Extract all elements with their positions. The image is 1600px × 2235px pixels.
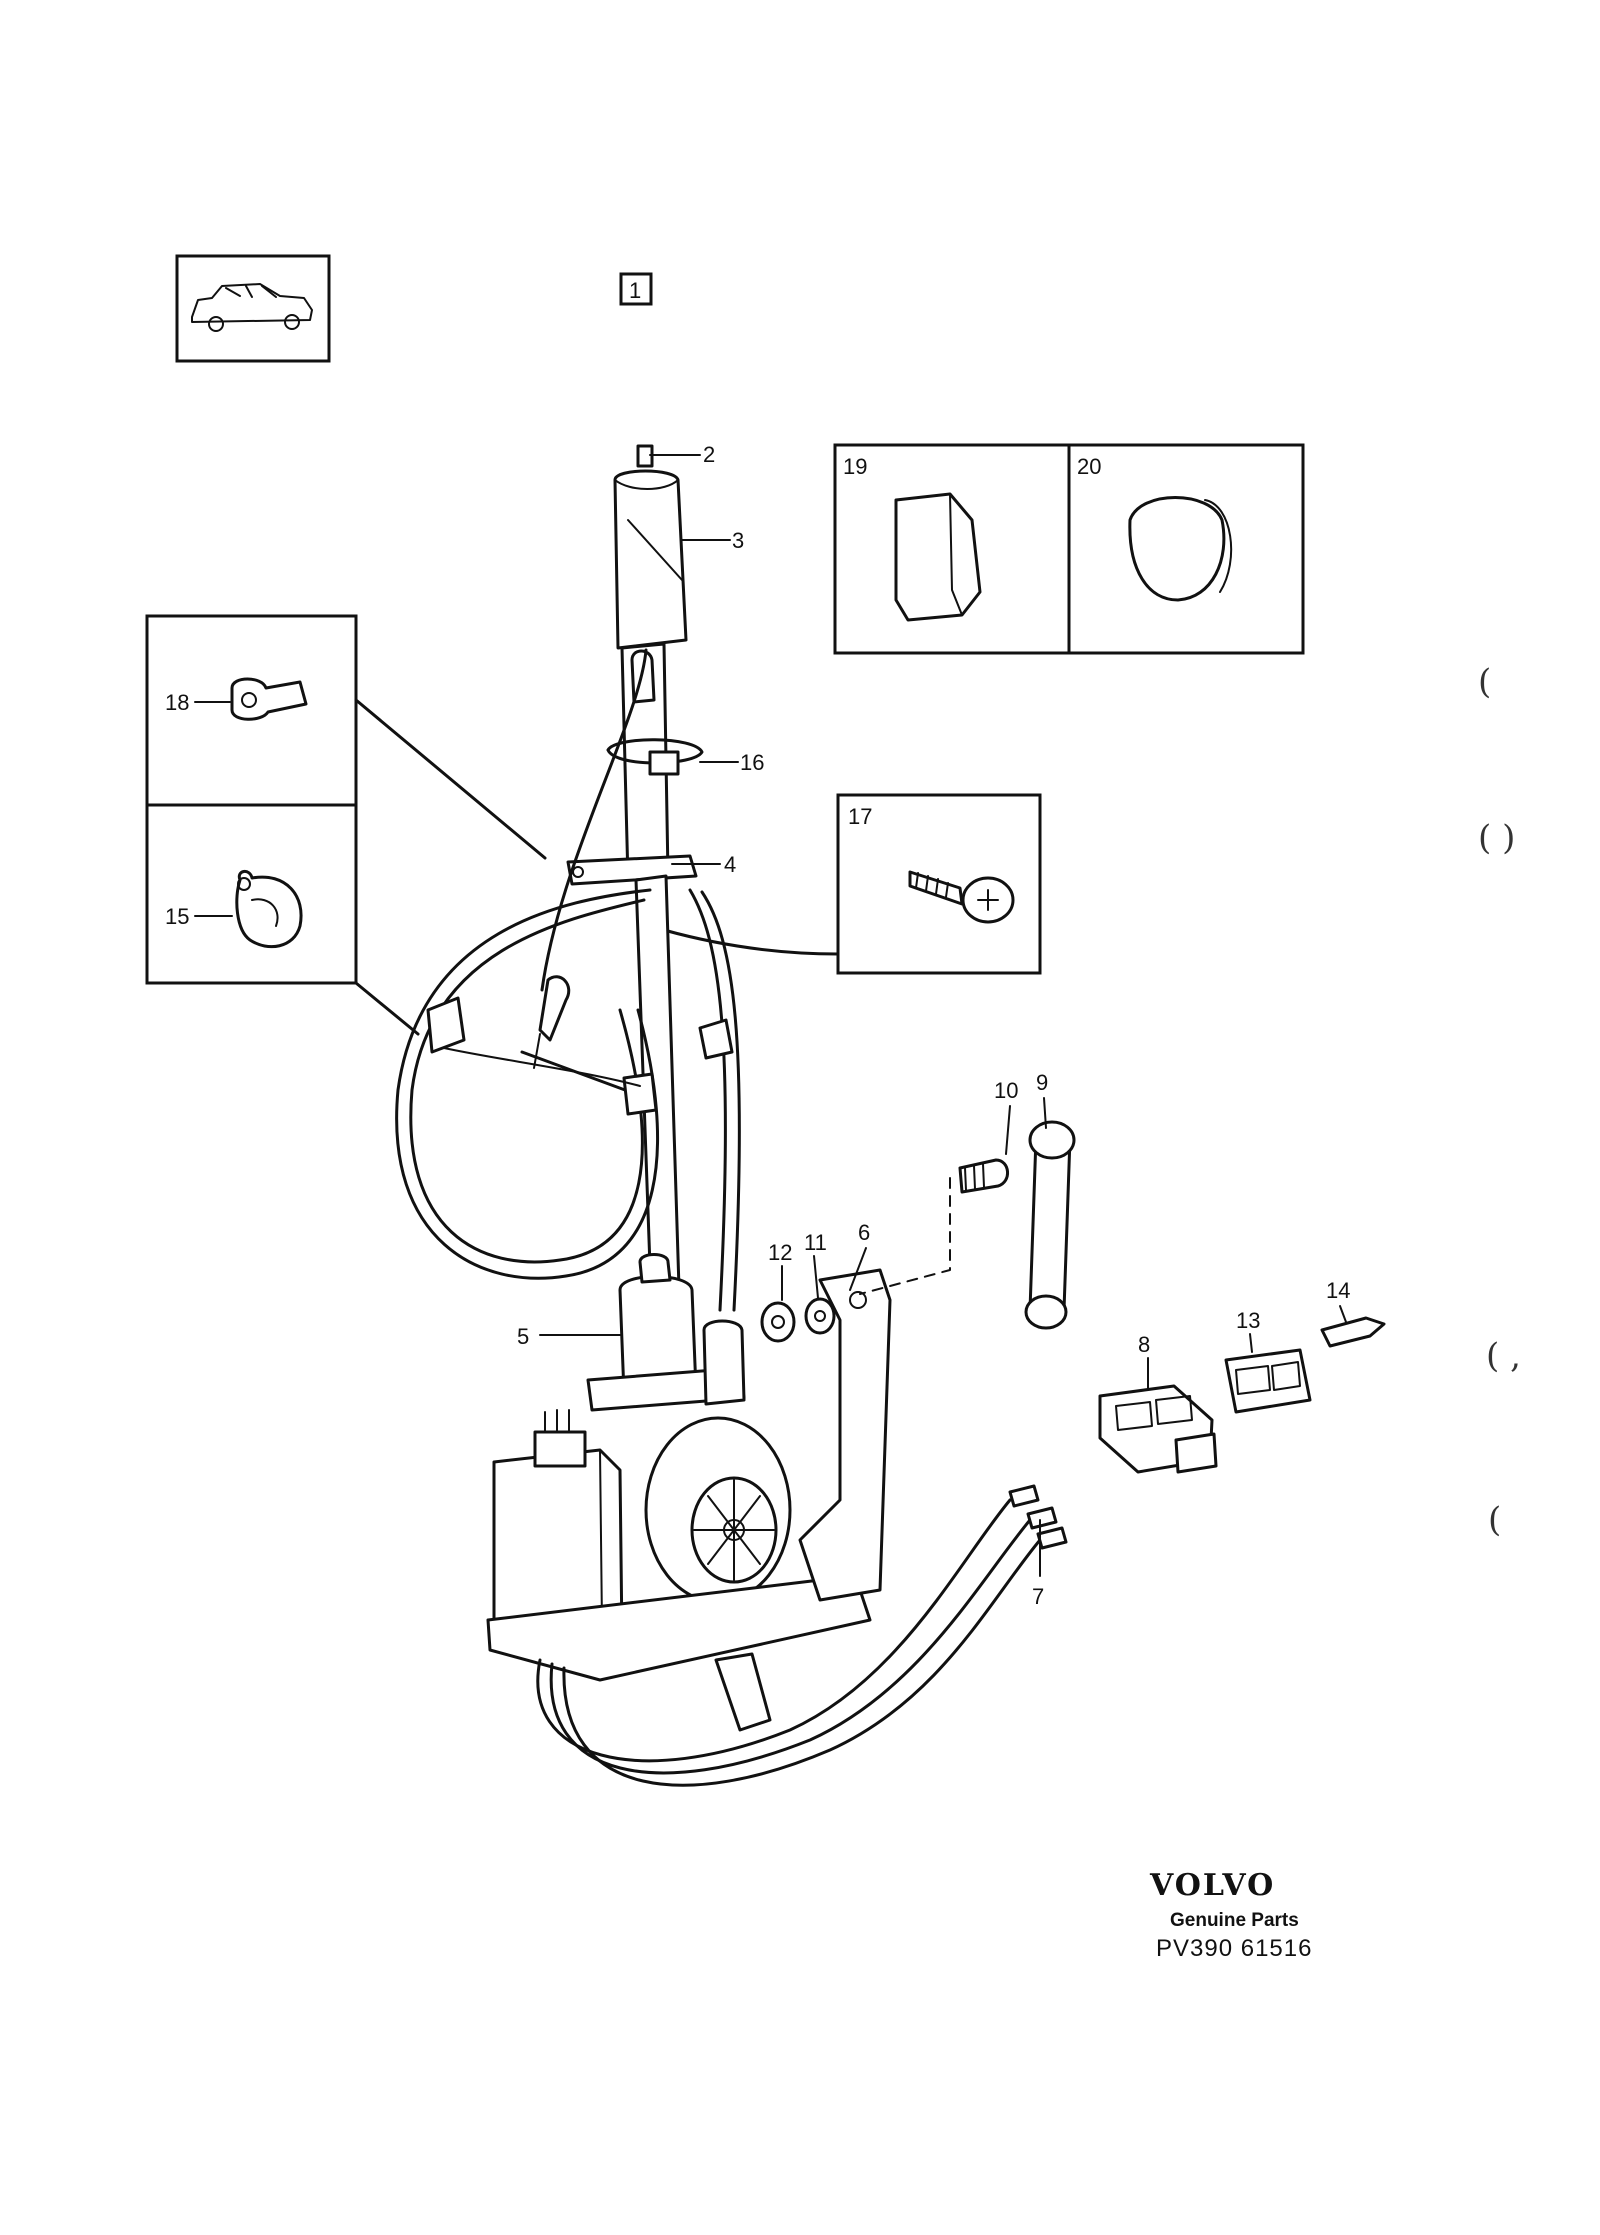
antenna-assembly — [566, 444, 704, 1324]
terminal-14-icon — [1320, 1316, 1386, 1348]
clip-18-icon — [230, 677, 308, 721]
volvo-logo: VOLVO — [1150, 1868, 1276, 1903]
diagram-reference: PV390 61516 — [1156, 1935, 1313, 1962]
callout-9: 9 — [1036, 1070, 1048, 1095]
callout-3: 3 — [732, 528, 744, 553]
callout-6: 6 — [858, 1220, 870, 1245]
callout-15: 15 — [165, 904, 189, 929]
callout-4: 4 — [724, 852, 736, 877]
connectors — [1098, 1316, 1386, 1474]
callout-13: 13 — [1236, 1308, 1260, 1333]
callout-17: 17 — [848, 804, 872, 829]
wire-harness — [536, 1484, 1068, 1787]
vehicle-thumbnail — [175, 254, 331, 363]
margin-mark-1: ( — [1478, 662, 1492, 702]
margin-mark-2: ( ) — [1478, 818, 1516, 858]
callout-16: 16 — [740, 750, 764, 775]
antenna-cable — [395, 648, 741, 1312]
callout-8: 8 — [1138, 1332, 1150, 1357]
callout-leaders — [539, 454, 1347, 1577]
callout-10: 10 — [994, 1078, 1018, 1103]
callout-11: 11 — [804, 1230, 827, 1255]
callout-19: 19 — [843, 454, 867, 479]
inset-box-19-20: 19 20 — [833, 443, 1305, 655]
group-number: 1 — [629, 278, 641, 303]
clip-15-icon — [235, 870, 303, 949]
margin-mark-3: ( , — [1486, 1336, 1521, 1376]
callout-5: 5 — [517, 1324, 529, 1349]
callout-numbers: 2 3 16 4 5 6 7 8 9 10 11 12 13 14 — [517, 442, 1350, 1609]
genuine-parts-label: Genuine Parts — [1170, 1910, 1299, 1931]
inset-box-17: 17 — [836, 793, 1042, 975]
link-arm-assembly — [760, 1120, 1076, 1343]
callout-2: 2 — [703, 442, 715, 467]
callout-20: 20 — [1077, 454, 1101, 479]
plug-20-icon — [1128, 496, 1226, 602]
group-number-box: 1 — [619, 272, 653, 306]
inset-box-18-15: 18 15 — [145, 614, 358, 985]
cap-19-icon — [894, 492, 982, 622]
callout-12: 12 — [768, 1240, 792, 1265]
callout-18: 18 — [165, 690, 189, 715]
connector-13-icon — [1224, 1348, 1312, 1414]
margin-mark-4: ( — [1488, 1500, 1502, 1540]
callout-7: 7 — [1032, 1584, 1044, 1609]
callout-14: 14 — [1326, 1278, 1350, 1303]
motor-unit — [486, 1253, 892, 1732]
